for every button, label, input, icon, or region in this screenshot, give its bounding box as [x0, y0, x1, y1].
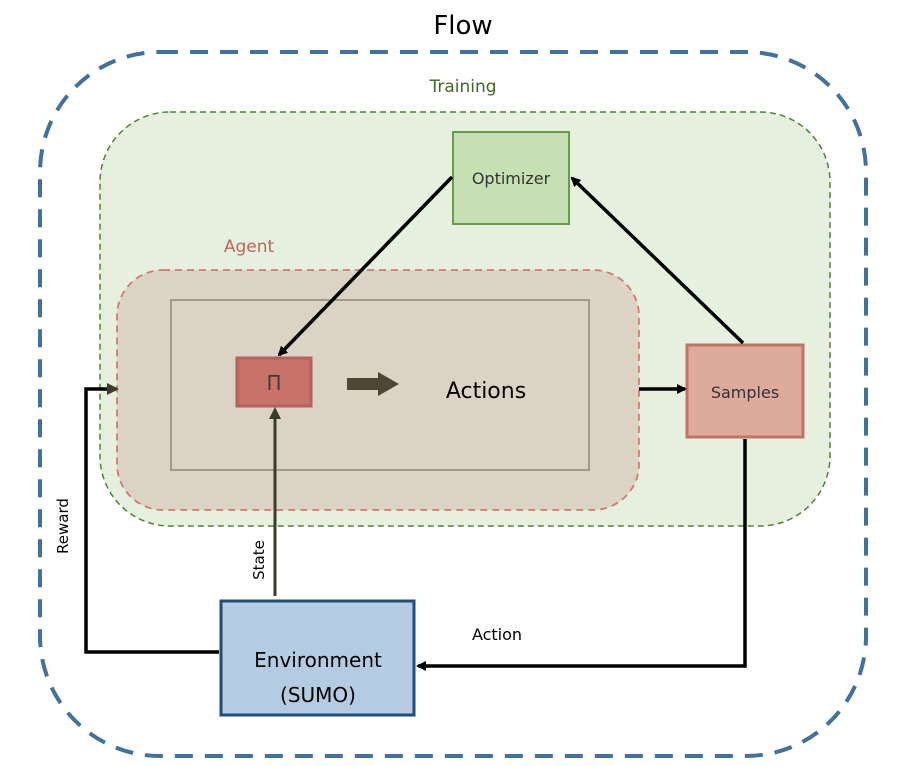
environment-label-line1: Environment [254, 648, 382, 672]
optimizer-label: Optimizer [472, 169, 551, 188]
optimizer-node[interactable] [452, 131, 570, 225]
actions-label: Actions [446, 379, 526, 404]
policy-node[interactable] [235, 356, 313, 408]
policy-to-actions-arrow [347, 372, 399, 396]
reward-edge-label: Reward [54, 498, 72, 554]
training-label: Training [428, 77, 496, 97]
agent-inner-box [170, 299, 590, 471]
samples-label: Samples [711, 383, 779, 402]
state-edge-label: State [250, 540, 268, 580]
agent-label: Agent [224, 237, 275, 257]
policy-label: Π [266, 371, 281, 395]
samples-node[interactable] [685, 343, 805, 439]
optimizer-to-policy-edge [277, 175, 454, 357]
reward-edge [84, 383, 219, 654]
samples-to-optimizer-edge [570, 176, 745, 345]
diagram-title: Flow [433, 11, 492, 41]
flow-boundary [38, 50, 868, 758]
environment-label-line2: (SUMO) [280, 683, 356, 707]
environment-node[interactable] [219, 599, 416, 717]
action-edge [416, 439, 747, 671]
action-edge-label: Action [472, 625, 522, 644]
